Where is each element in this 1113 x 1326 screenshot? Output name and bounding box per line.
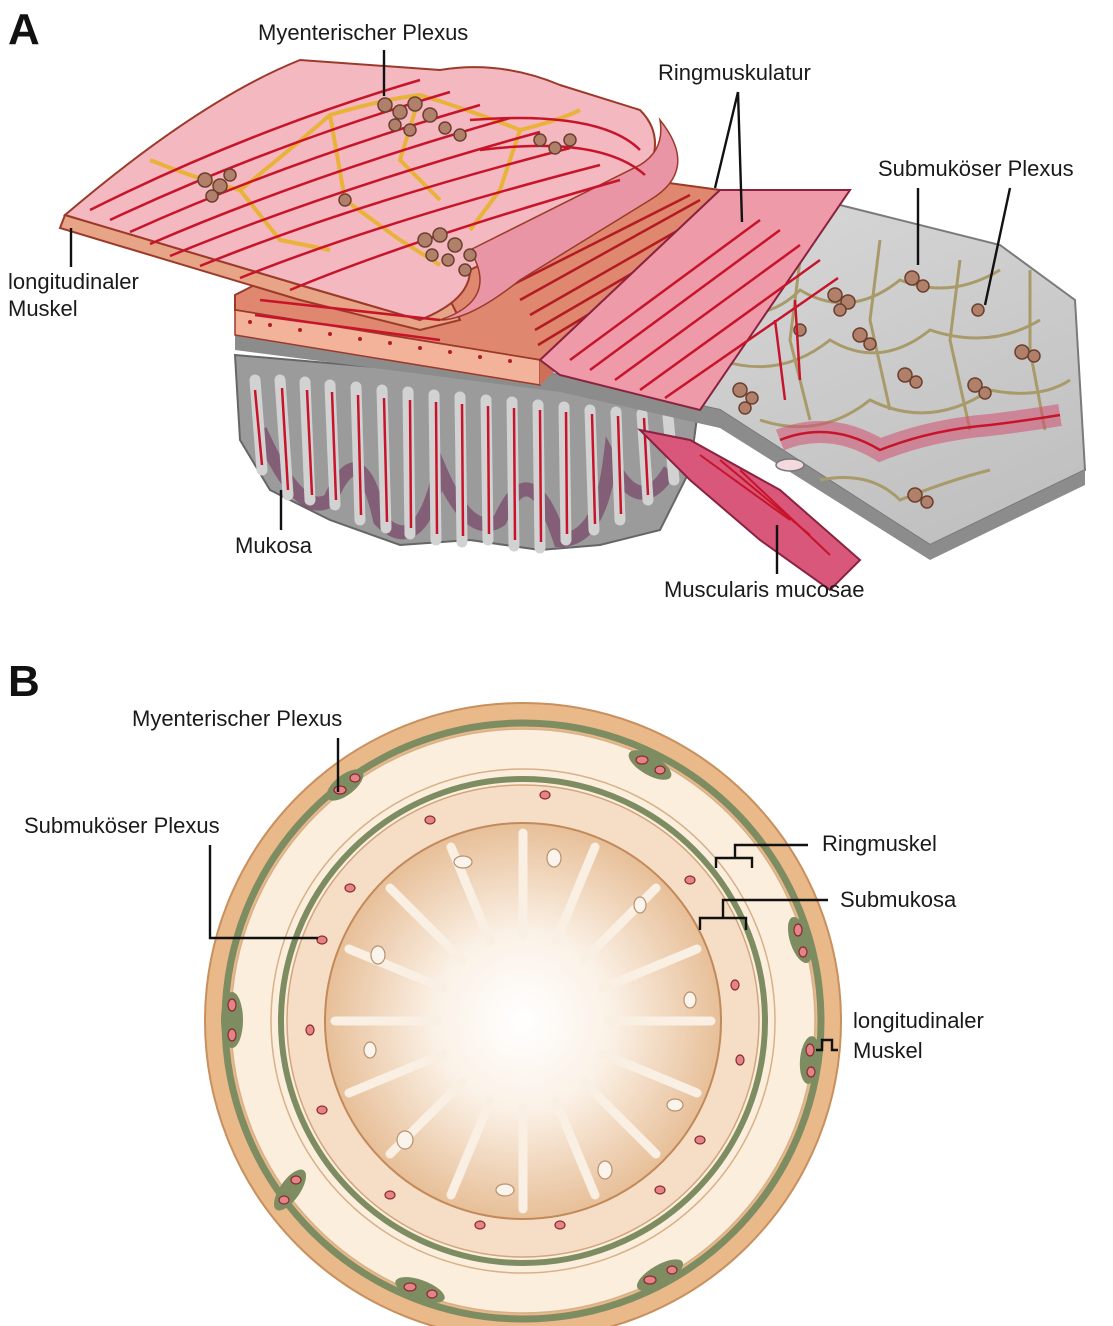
label-text: longitudinaler	[8, 269, 139, 294]
label-text: Submukosa	[840, 887, 957, 912]
panel-a-illustration	[60, 60, 1085, 590]
leader-line	[715, 92, 738, 188]
label-text: Muskel	[853, 1038, 923, 1063]
panel-a: A	[8, 5, 1085, 602]
panel-b-letter: B	[8, 657, 40, 706]
label-text: Myenterischer Plexus	[258, 20, 468, 45]
label-text: longitudinaler	[853, 1008, 984, 1033]
label-text: Submuköser Plexus	[24, 813, 220, 838]
label-b-myenteric-plexus: Myenterischer Plexus	[132, 706, 342, 792]
label-text: Mukosa	[235, 533, 313, 558]
label-text: Ringmuskulatur	[658, 60, 811, 85]
panel-b: B	[8, 657, 984, 1326]
label-text: Muskel	[8, 296, 78, 321]
panel-a-letter: A	[8, 5, 40, 54]
label-text: Muscularis mucosae	[664, 577, 865, 602]
cross-section	[205, 703, 841, 1326]
label-text: Submuköser Plexus	[878, 156, 1074, 181]
label-text: Ringmuskel	[822, 831, 937, 856]
label-text: Myenterischer Plexus	[132, 706, 342, 731]
